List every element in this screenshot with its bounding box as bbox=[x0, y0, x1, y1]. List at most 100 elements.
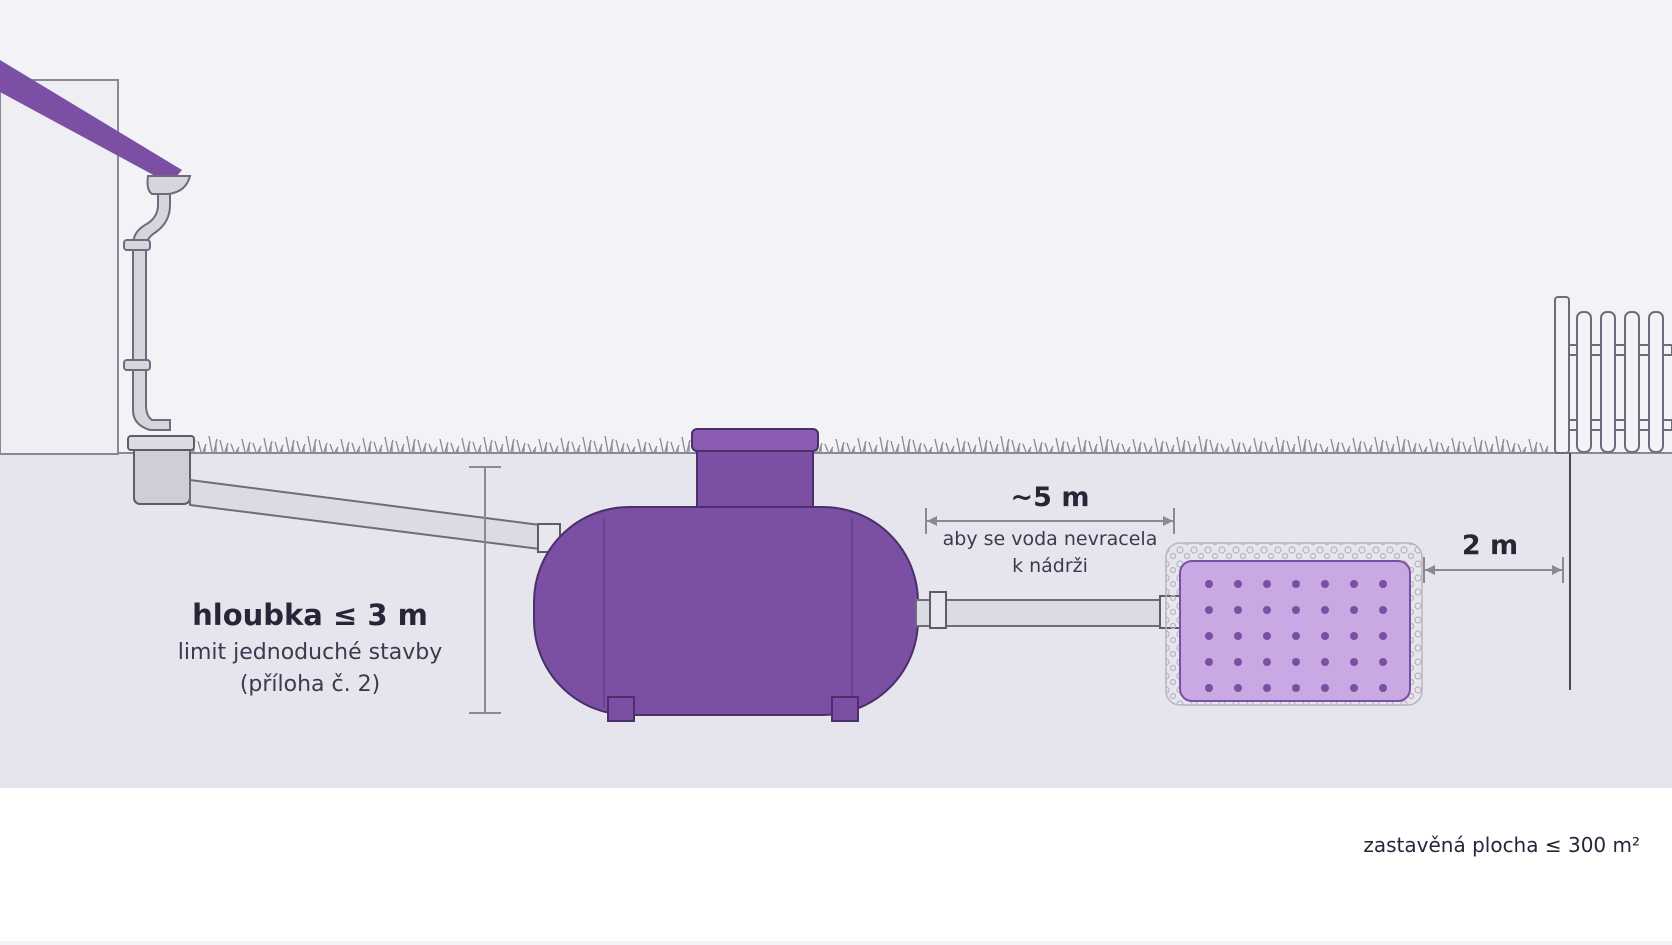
perforation-dot bbox=[1350, 684, 1358, 692]
perforation-dot bbox=[1234, 632, 1242, 640]
perforation-dot bbox=[1321, 684, 1329, 692]
grass-tuft bbox=[571, 441, 581, 453]
grass-tuft bbox=[1275, 436, 1285, 453]
grass-tuft bbox=[329, 443, 339, 453]
grass-tuft bbox=[846, 442, 856, 453]
grass-tuft bbox=[1198, 435, 1208, 453]
tank-distance-heading: ~5 m bbox=[1010, 482, 1090, 513]
depth-note-line2: (příloha č. 2) bbox=[239, 672, 381, 697]
grass-tuft bbox=[1297, 435, 1307, 453]
perforation-dot bbox=[1205, 632, 1213, 640]
grass-tuft bbox=[879, 436, 889, 453]
grass-tuft bbox=[1055, 437, 1065, 453]
grass-tuft bbox=[1132, 438, 1142, 453]
grass-tuft bbox=[362, 437, 372, 453]
grass-tuft bbox=[1517, 443, 1527, 453]
grass-tuft bbox=[1462, 441, 1472, 453]
grass-tuft bbox=[1495, 435, 1505, 453]
perforation-dot bbox=[1321, 658, 1329, 666]
grass-tuft bbox=[395, 440, 405, 453]
grass-tuft bbox=[1440, 442, 1450, 453]
bottom-area bbox=[0, 788, 1672, 941]
grass-tuft bbox=[945, 442, 955, 453]
downpipe bbox=[123, 175, 192, 431]
grass-tuft bbox=[560, 437, 570, 453]
grass-tuft bbox=[582, 436, 592, 453]
grass-tuft bbox=[428, 443, 438, 453]
grass-tuft bbox=[934, 438, 944, 453]
grass-tuft bbox=[1088, 440, 1098, 453]
outflow-fitting-tank bbox=[929, 591, 947, 629]
grass-tuft bbox=[1264, 441, 1274, 453]
grass-tuft bbox=[1143, 442, 1153, 453]
grass-tuft bbox=[1242, 442, 1252, 453]
tank bbox=[533, 428, 919, 722]
tank-distance-note-line2: k nádrži bbox=[1012, 555, 1088, 577]
grass-tuft bbox=[1066, 441, 1076, 453]
grass-tuft bbox=[208, 435, 218, 453]
grass-tuft bbox=[890, 440, 900, 453]
grass-tuft bbox=[593, 440, 603, 453]
grass-tuft bbox=[1528, 438, 1538, 453]
grass-tuft bbox=[1539, 442, 1549, 453]
perforation-dot bbox=[1321, 580, 1329, 588]
grass-tuft bbox=[472, 441, 482, 453]
sky bbox=[0, 0, 1672, 455]
grass-tuft bbox=[1110, 439, 1120, 453]
perforation-dot bbox=[1379, 580, 1387, 588]
grass-tuft bbox=[1484, 440, 1494, 453]
grass-tuft bbox=[505, 435, 515, 453]
grass-tuft bbox=[1506, 439, 1516, 453]
perforation-dot bbox=[1350, 606, 1358, 614]
perforation-dot bbox=[1234, 606, 1242, 614]
perforation-dot bbox=[1263, 684, 1271, 692]
grass-tuft bbox=[637, 438, 647, 453]
grass-tuft bbox=[494, 440, 504, 453]
grass-tuft bbox=[967, 441, 977, 453]
boundary-distance-dimension bbox=[1423, 557, 1564, 583]
grass-tuft bbox=[868, 441, 878, 453]
grass-tuft bbox=[1319, 443, 1329, 453]
grass-tuft bbox=[461, 437, 471, 453]
depth-note-line1: limit jednoduché stavby bbox=[177, 640, 443, 665]
tank-distance-dimension bbox=[925, 508, 1175, 534]
perforation-dot bbox=[1234, 684, 1242, 692]
house bbox=[0, 60, 182, 455]
grass-tuft bbox=[978, 436, 988, 453]
grass-tuft bbox=[1418, 443, 1428, 453]
grass-tuft bbox=[1231, 438, 1241, 453]
perforation-dot bbox=[1205, 606, 1213, 614]
grass-tuft bbox=[1396, 435, 1406, 453]
grass-tuft bbox=[285, 436, 295, 453]
grass-tuft bbox=[538, 438, 548, 453]
perforation-dot bbox=[1234, 658, 1242, 666]
perforation-dot bbox=[1205, 684, 1213, 692]
perforation-dot bbox=[1350, 632, 1358, 640]
grass-tuft bbox=[1044, 442, 1054, 453]
perforation-dot bbox=[1321, 606, 1329, 614]
grass-tuft bbox=[439, 438, 449, 453]
grass-tuft bbox=[1253, 437, 1263, 453]
grass-tuft bbox=[956, 437, 966, 453]
grass-tuft bbox=[263, 437, 273, 453]
perforation-dot bbox=[1292, 684, 1300, 692]
grass-tuft bbox=[1473, 436, 1483, 453]
grass-tuft bbox=[1121, 443, 1131, 453]
grass-tuft bbox=[1374, 436, 1384, 453]
grass-tuft bbox=[1308, 439, 1318, 453]
perforation-dot bbox=[1350, 580, 1358, 588]
perforation-dot bbox=[1379, 632, 1387, 640]
perforation-dot bbox=[1379, 684, 1387, 692]
tank-distance-note-line1: aby se voda nevracela bbox=[942, 528, 1158, 550]
grass-tuft bbox=[274, 441, 284, 453]
grass-tuft bbox=[626, 443, 636, 453]
grass-tuft bbox=[1220, 443, 1230, 453]
grass-tuft bbox=[1341, 442, 1351, 453]
grass-tuft bbox=[1187, 440, 1197, 453]
perforation-dot bbox=[1263, 658, 1271, 666]
perforation-dot bbox=[1263, 632, 1271, 640]
boundary-distance-heading: 2 m bbox=[1461, 530, 1519, 561]
grass-tuft bbox=[1385, 440, 1395, 453]
grass-tuft bbox=[1330, 438, 1340, 453]
